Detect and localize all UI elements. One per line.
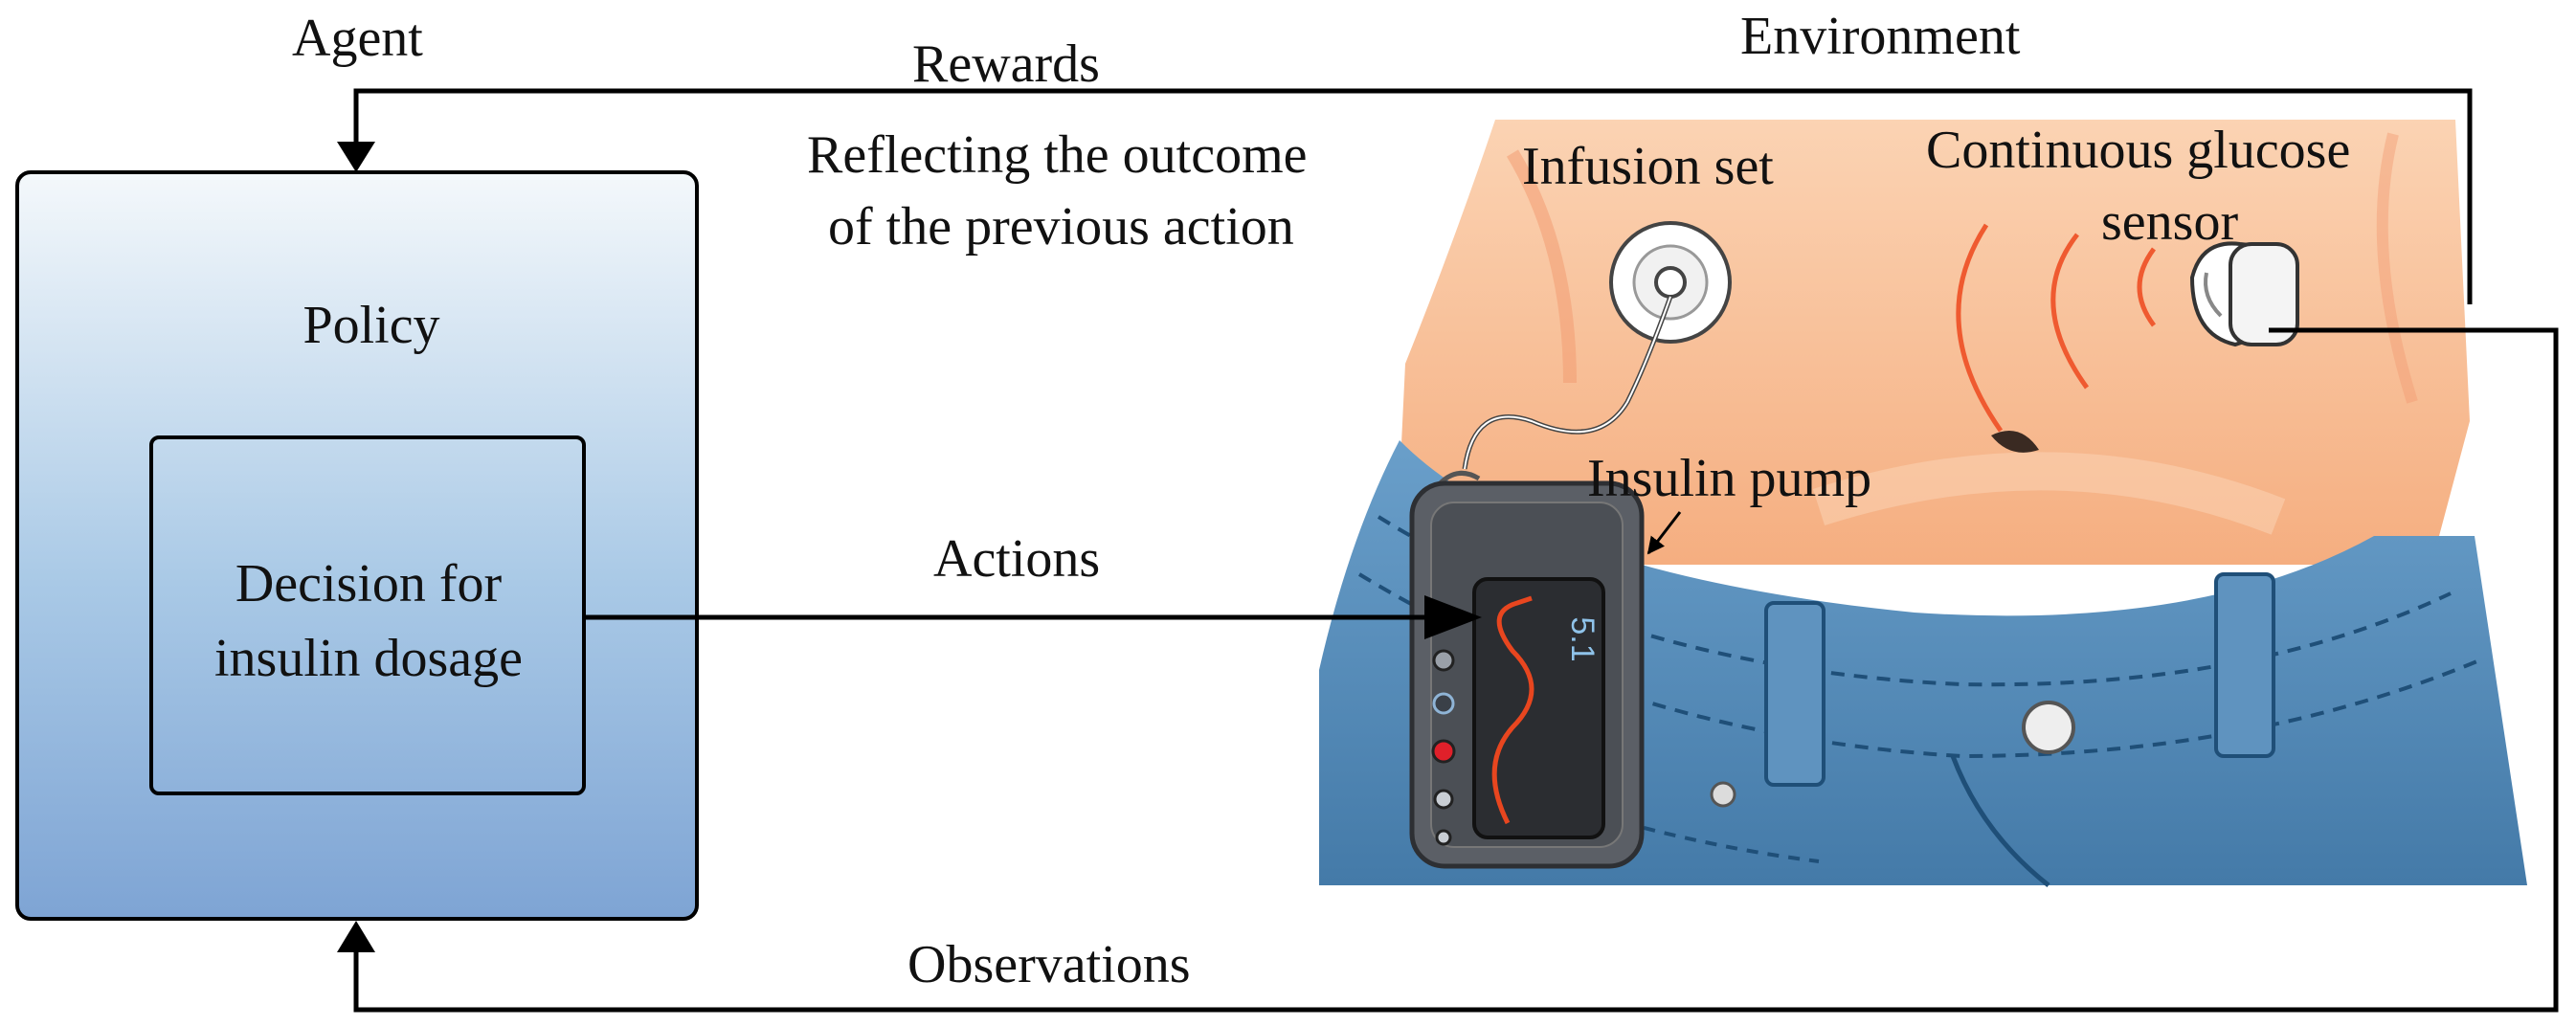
actions-arrowhead xyxy=(1424,595,1482,639)
infusion-set-label: Infusion set xyxy=(1522,137,1774,196)
signal-wave-2 xyxy=(2050,233,2090,390)
rewards-desc-line1: Reflecting the outcome xyxy=(807,125,1307,185)
rewards-desc-line2: of the previous action xyxy=(828,197,1294,256)
observations-arrowhead xyxy=(337,921,375,952)
pump-readout: 5.1 xyxy=(1564,616,1601,661)
rewards-label: Rewards xyxy=(912,34,1100,94)
rewards-arrow xyxy=(353,88,2473,304)
environment-illustration: 5.1 xyxy=(1319,120,2527,887)
glucose-sensor-icon xyxy=(1956,223,2299,433)
rewards-arrowhead xyxy=(337,142,375,172)
decision-label-line1: Decision for xyxy=(235,554,503,613)
environment-label: Environment xyxy=(1740,7,2021,66)
policy-label: Policy xyxy=(302,296,439,355)
infusion-set-icon xyxy=(1462,221,1732,470)
insulin-pump-label: Insulin pump xyxy=(1587,449,1871,508)
glucose-trace xyxy=(1491,595,1534,825)
agent-box xyxy=(15,170,699,921)
actions-label: Actions xyxy=(933,529,1100,589)
signal-wave-1 xyxy=(2137,247,2157,327)
signal-wave-3 xyxy=(1956,223,2004,433)
cgm-label-line2: sensor xyxy=(2101,192,2238,252)
insulin-pump-icon: 5.1 xyxy=(1409,470,1645,869)
navel xyxy=(1991,431,2039,453)
pump-record-button xyxy=(1431,739,1456,764)
observations-arrow xyxy=(353,327,2559,1013)
decision-label-line2: insulin dosage xyxy=(214,629,523,688)
agent-label: Agent xyxy=(292,9,423,68)
observations-label: Observations xyxy=(907,935,1191,994)
jeans-button xyxy=(2022,701,2075,754)
cgm-label-line1: Continuous glucose xyxy=(1926,121,2350,180)
